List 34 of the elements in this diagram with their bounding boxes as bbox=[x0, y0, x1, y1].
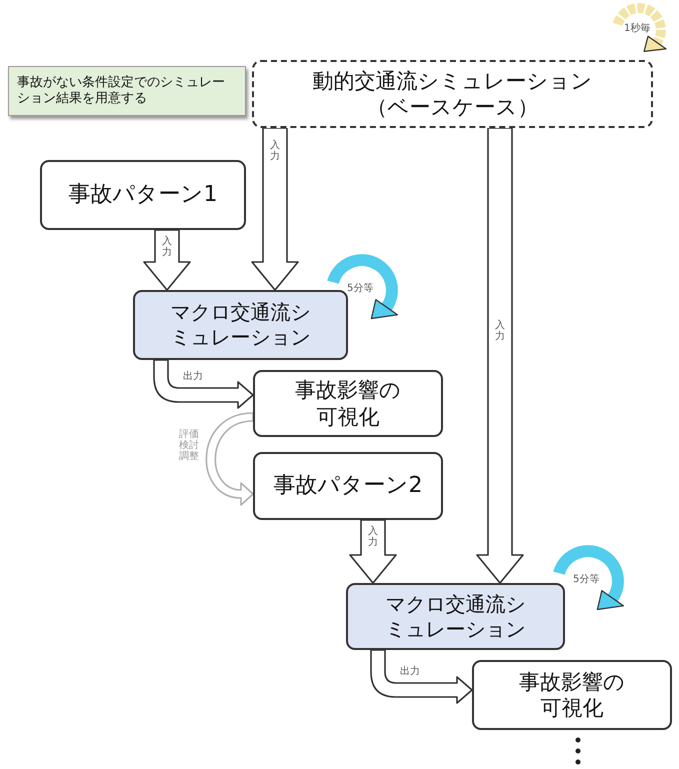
edge-label: 入力 bbox=[368, 526, 378, 548]
node-text: 事故がない条件設定でのシミュレーション結果を用意する bbox=[17, 74, 226, 108]
edge-label: 5分等 bbox=[347, 283, 374, 294]
edge-label: 入力 bbox=[270, 140, 280, 162]
edge-label: 入力 bbox=[495, 320, 505, 342]
process-box bbox=[253, 370, 443, 437]
edge-label: 出力 bbox=[183, 371, 203, 382]
process-box bbox=[472, 660, 672, 730]
block-arrow bbox=[143, 229, 191, 291]
block-arrow bbox=[206, 412, 254, 506]
block-arrow bbox=[251, 127, 299, 291]
node-text: 事故パターン2 bbox=[272, 472, 424, 500]
edge-label: 入力 bbox=[162, 236, 172, 258]
process-box bbox=[133, 290, 348, 360]
node-text: マクロ交通流シミュレーション bbox=[384, 592, 526, 642]
node-text: 事故パターン1 bbox=[68, 181, 218, 209]
block-arrow bbox=[153, 359, 254, 409]
node-text: （ベースケース） bbox=[366, 94, 540, 120]
block-arrow bbox=[349, 519, 397, 584]
process-box bbox=[252, 60, 653, 128]
block-arrow bbox=[370, 649, 473, 704]
edge-label: 5分等 bbox=[573, 574, 600, 585]
process-box bbox=[253, 452, 443, 520]
node-text: 事故影響の可視化 bbox=[518, 668, 626, 722]
note-box bbox=[8, 66, 246, 116]
node-text: 動的交通流シミュレーション bbox=[312, 68, 594, 94]
edge-label: 出力 bbox=[400, 666, 420, 677]
edge-label: 1秒毎 bbox=[624, 23, 650, 34]
node-text: 事故影響の可視化 bbox=[294, 377, 402, 430]
block-arrow bbox=[476, 127, 524, 584]
edge-label: 評価検討調整 bbox=[179, 429, 199, 462]
process-box bbox=[40, 160, 246, 230]
node-text: マクロ交通流シミュレーション bbox=[170, 300, 312, 350]
process-box bbox=[346, 583, 565, 650]
